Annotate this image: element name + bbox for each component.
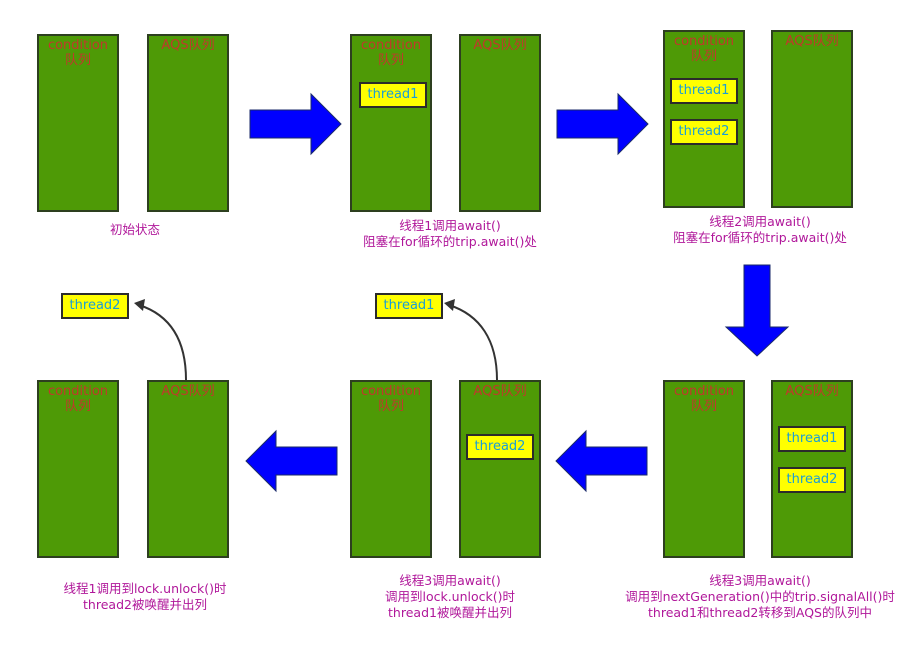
aqs-queue-stage6: AQS队列 bbox=[147, 380, 229, 558]
aqs-queue-stage1: AQS队列 bbox=[147, 34, 229, 212]
condition-queue-stage4: condition 队列 bbox=[663, 380, 745, 558]
caption-stage1: 初始状态 bbox=[109, 222, 160, 237]
aqs-queue-stage3: AQS队列 bbox=[771, 30, 853, 208]
arrow-right-1 bbox=[249, 92, 342, 156]
condition-queue-stage1: condition 队列 bbox=[37, 34, 119, 212]
thread2-node: thread2 bbox=[466, 434, 534, 460]
caption-stage2: 线程1调用await() 阻塞在for循环的trip.await()处 bbox=[363, 218, 537, 249]
aqs-queue-label: AQS队列 bbox=[473, 384, 527, 399]
thread2-dequeued: thread2 bbox=[61, 293, 129, 319]
condition-queue-stage5: condition 队列 bbox=[350, 380, 432, 558]
thread1-node: thread1 bbox=[359, 82, 427, 108]
arrow-left-2 bbox=[245, 429, 338, 493]
caption-stage6: 线程1调用到lock.unlock()时 thread2被唤醒并出列 bbox=[63, 581, 227, 612]
condition-queue-stage2: condition 队列 thread1 bbox=[350, 34, 432, 212]
aqs-queue-label: AQS队列 bbox=[785, 34, 839, 49]
dequeue-curve-thread2 bbox=[138, 304, 187, 381]
aqs-queue-label: AQS队列 bbox=[161, 384, 215, 399]
aqs-queue-label: AQS队列 bbox=[161, 38, 215, 53]
condition-queue-label: condition 队列 bbox=[360, 38, 422, 68]
caption-stage4: 线程3调用await() 调用到nextGeneration()中的trip.s… bbox=[625, 573, 895, 620]
caption-stage3: 线程2调用await() 阻塞在for循环的trip.await()处 bbox=[673, 214, 847, 245]
condition-queue-stage6: condition 队列 bbox=[37, 380, 119, 558]
thread1-node: thread1 bbox=[778, 426, 846, 452]
aqs-queue-stage4: AQS队列 thread1 thread2 bbox=[771, 380, 853, 558]
dequeue-curve-thread1 bbox=[448, 304, 498, 381]
arrow-right-2 bbox=[556, 92, 649, 156]
caption-stage5: 线程3调用await() 调用到lock.unlock()时 thread1被唤… bbox=[384, 573, 516, 620]
thread2-node: thread2 bbox=[778, 467, 846, 493]
condition-queue-label: condition 队列 bbox=[47, 384, 109, 414]
aqs-queue-stage2: AQS队列 bbox=[459, 34, 541, 212]
thread1-node: thread1 bbox=[670, 78, 738, 104]
aqs-queue-label: AQS队列 bbox=[785, 384, 839, 399]
condition-queue-stage3: condition 队列 thread1 thread2 bbox=[663, 30, 745, 208]
aqs-queue-stage5: AQS队列 thread2 bbox=[459, 380, 541, 558]
condition-queue-label: condition 队列 bbox=[673, 34, 735, 64]
dequeue-arrowhead-thread2 bbox=[134, 299, 145, 311]
arrow-left-1 bbox=[555, 429, 648, 493]
condition-queue-label: condition 队列 bbox=[673, 384, 735, 414]
condition-queue-label: condition 队列 bbox=[360, 384, 422, 414]
aqs-queue-label: AQS队列 bbox=[473, 38, 527, 53]
condition-queue-label: condition 队列 bbox=[47, 38, 109, 68]
thread2-node: thread2 bbox=[670, 119, 738, 145]
arrow-down bbox=[724, 264, 790, 357]
thread1-dequeued: thread1 bbox=[375, 293, 443, 319]
dequeue-arrowhead-thread1 bbox=[444, 299, 455, 311]
